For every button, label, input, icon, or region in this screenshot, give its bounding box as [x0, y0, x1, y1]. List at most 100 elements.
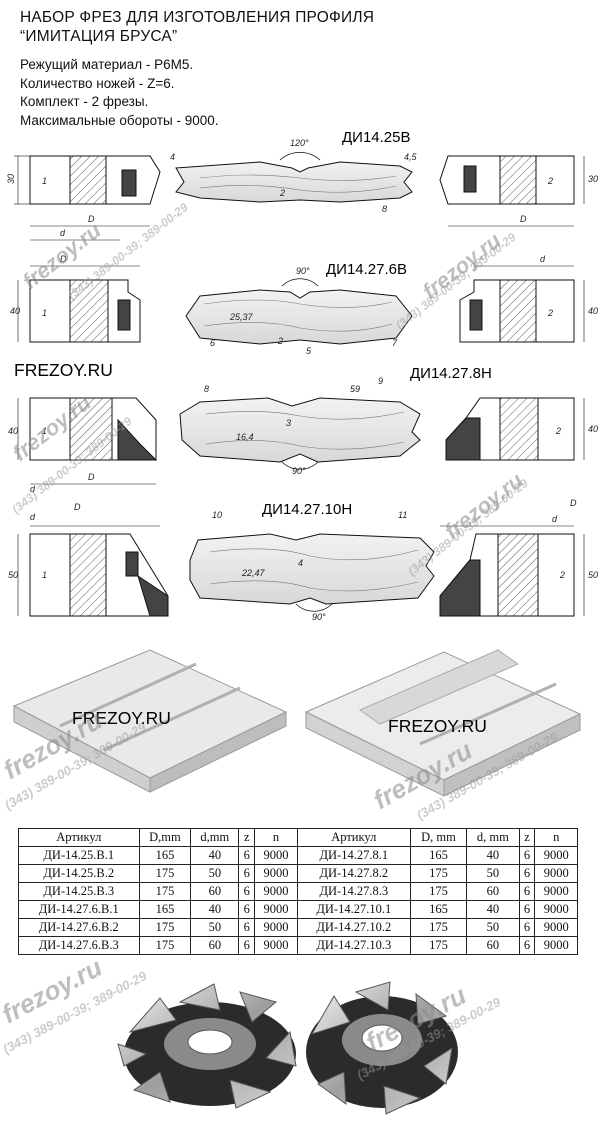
table-cell: 165 — [138, 846, 192, 865]
board-profile-2 — [185, 289, 413, 345]
spec-knives: Количество ножей - Z=6. — [20, 75, 175, 91]
dim-angle-row1: 120° — [290, 138, 309, 148]
dim-16-4: 16,4 — [236, 432, 254, 442]
table-cell: 175 — [138, 936, 192, 955]
dim-n2-row4: 2 — [559, 570, 565, 580]
table-cell: 40 — [190, 846, 240, 865]
technical-drawings: 30 1 D d 120° ДИ14.25В 4,5 8 4 2 2 30 D — [6, 129, 598, 622]
table-cell: ДИ-14.27.10.3 — [296, 936, 411, 955]
dim-n1-row1: 1 — [42, 176, 47, 186]
title-line-1: НАБОР ФРЕЗ ДЛЯ ИЗГОТОВЛЕНИЯ ПРОФИЛЯ — [20, 9, 375, 26]
drawing-row-4: 50 1 d D 90° ДИ14.27.10Н 10 11 22,47 4 2… — [8, 498, 598, 622]
dim-59: 59 — [350, 384, 360, 394]
cutters-photo: frezoy.ru (343) 389-00-39; 389-00-29 fre… — [0, 962, 504, 1115]
table-cell: ДИ-14.27.8.3 — [296, 882, 411, 901]
table-cell: 175 — [409, 918, 468, 937]
table-cell: 6 — [238, 936, 256, 955]
code-di14-25v: ДИ14.25В — [342, 129, 410, 146]
spec-set: Комплект - 2 фрезы. — [20, 94, 149, 109]
dim-n1-row2: 1 — [42, 308, 47, 318]
table-cell: ДИ-14.27.6.В.2 — [18, 918, 140, 937]
dim-n2-row2: 2 — [547, 308, 553, 318]
col-header: d, mm — [466, 828, 520, 847]
table-cell: 6 — [518, 918, 536, 937]
dim-h1-left: 30 — [6, 174, 16, 184]
table-cell: 6 — [518, 936, 536, 955]
table-cell: 50 — [466, 864, 520, 883]
cutter-photo-left — [117, 983, 297, 1109]
dim-11-row4: 11 — [398, 510, 407, 520]
table-cell: ДИ-14.27.10.2 — [296, 918, 411, 937]
table-cell: 9000 — [534, 846, 578, 865]
table-cell: 40 — [466, 900, 520, 919]
table-cell: 50 — [466, 918, 520, 937]
dim-n2-row3: 2 — [555, 426, 561, 436]
table-cell: ДИ-14.27.10.1 — [296, 900, 411, 919]
spec-material: Режущий материал - Р6М5. — [20, 57, 194, 72]
dim-h1-right: 30 — [588, 174, 598, 184]
drawing-row-3: 40 1 D d 90° ДИ14.27.8Н 8 9 59 16,4 3 2 … — [8, 365, 598, 494]
dim-D-row4-right: D — [570, 498, 577, 508]
col-header: D,mm — [138, 828, 192, 847]
dim-5-row2: 5 — [306, 346, 312, 356]
dim-7-row2: 7 — [392, 338, 398, 348]
dim-D-row2: D — [60, 254, 67, 264]
dim-h4-right: 50 — [588, 570, 598, 580]
dim-4-row1: 4 — [170, 152, 175, 162]
table-cell: 6 — [238, 918, 256, 937]
drawing-row-2: 40 1 D 90° ДИ14.27.6В 6 7 5 2 25,37 2 40… — [10, 254, 598, 356]
cutter-right-3 — [445, 397, 585, 461]
table-cell: ДИ-14.25.В.2 — [18, 864, 140, 883]
dim-angle-row4: 90° — [312, 612, 326, 622]
site-label-3: FREZOY.RU — [388, 716, 487, 736]
specs-list: Режущий материал - Р6М5. Количество ноже… — [20, 56, 219, 130]
table-cell: 6 — [518, 900, 536, 919]
dim-n1-row4: 1 — [42, 570, 47, 580]
col-header: d,mm — [190, 828, 240, 847]
table-cell: 9000 — [254, 846, 298, 865]
table-cell: 9000 — [534, 882, 578, 901]
table-cell: ДИ-14.25.В.3 — [18, 882, 140, 901]
dim-D-row1: D — [88, 214, 95, 224]
cutter-right-2 — [459, 279, 585, 343]
table-cell: 165 — [409, 846, 468, 865]
table-cell: 9000 — [534, 918, 578, 937]
table-cell: 40 — [466, 846, 520, 865]
site-label-2: FREZOY.RU — [72, 708, 171, 728]
table-cell: 175 — [409, 936, 468, 955]
table-cell: 165 — [138, 900, 192, 919]
table-cell: ДИ-14.27.6.В.3 — [18, 936, 140, 955]
dim-h2-left: 40 — [10, 306, 20, 316]
table-cell: ДИ-14.27.8.1 — [296, 846, 411, 865]
table-cell: 9000 — [254, 900, 298, 919]
drawing-row-1: 30 1 D d 120° ДИ14.25В 4,5 8 4 2 2 30 D — [6, 129, 598, 241]
dim-3-row3: 3 — [286, 418, 291, 428]
table-cell: 9000 — [534, 900, 578, 919]
table-cell: 60 — [190, 936, 240, 955]
table-cell: 6 — [518, 882, 536, 901]
spec-table: Артикул D,mm d,mm z n Артикул D, mm d, m… — [18, 828, 578, 955]
table-cell: 9000 — [534, 936, 578, 955]
dim-9-row3: 9 — [378, 376, 383, 386]
dim-h3-right: 40 — [588, 424, 598, 434]
cutter-left-4 — [17, 533, 169, 617]
board-profile-3 — [179, 397, 421, 463]
table-cell: 9000 — [254, 936, 298, 955]
col-header: D, mm — [409, 828, 468, 847]
table-cell: 6 — [238, 900, 256, 919]
cutter-left-1 — [14, 155, 161, 205]
dim-n1-row3: 1 — [42, 426, 47, 436]
dim-25-37: 25,37 — [229, 312, 254, 322]
dim-10-row4: 10 — [212, 510, 222, 520]
col-header: n — [254, 828, 298, 847]
dim-2-row2: 2 — [277, 336, 283, 346]
board-profile-4 — [189, 533, 435, 605]
dim-2-row1: 2 — [279, 188, 285, 198]
dim-angle-row2: 90° — [296, 266, 310, 276]
cutter-left-3 — [17, 397, 158, 461]
col-header: z — [238, 828, 256, 847]
board-profile-1 — [175, 161, 413, 203]
